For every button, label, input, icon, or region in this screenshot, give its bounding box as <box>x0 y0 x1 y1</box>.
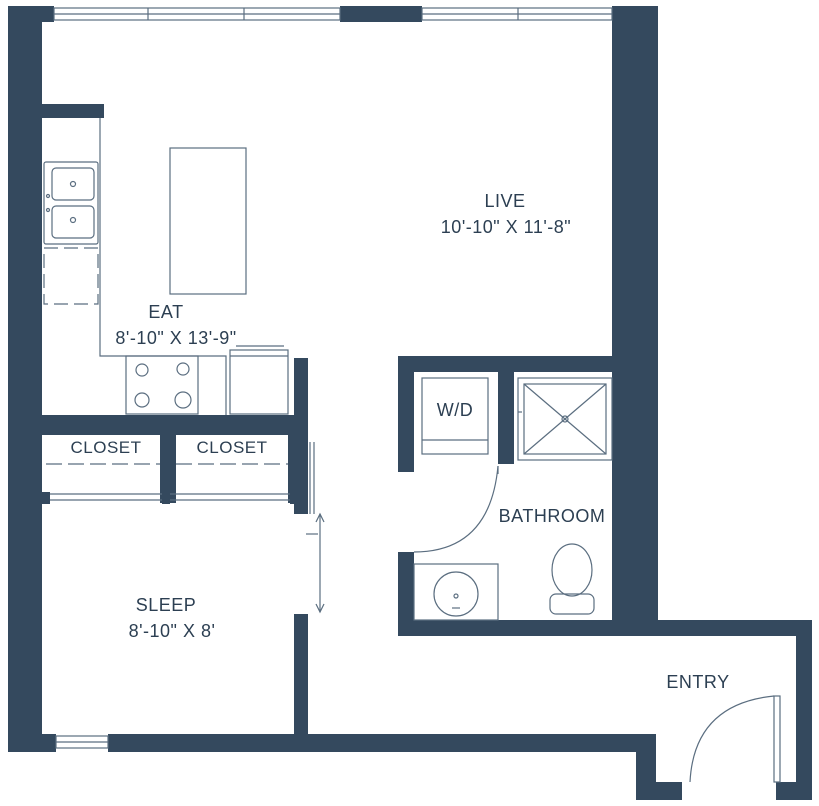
room-labels: LIVE 10'-10" X 11'-8" EAT 8'-10" X 13'-9… <box>70 191 729 692</box>
pocket-door-arrow-bottom <box>315 603 325 614</box>
fridge-icon <box>229 349 289 415</box>
walls <box>8 6 812 800</box>
wall-bath-top <box>398 356 614 372</box>
wall-entry-top <box>612 620 812 636</box>
wall-sleep-lower <box>294 614 308 736</box>
kitchen-island-icon <box>169 147 247 295</box>
wall-bath-bottom <box>398 620 614 636</box>
closet-left-label: CLOSET <box>70 438 141 457</box>
shower-diag-b <box>523 383 607 455</box>
closet-right-label: CLOSET <box>196 438 267 457</box>
shower-pan <box>523 383 607 455</box>
live-label: LIVE <box>484 191 525 211</box>
sleep-label: SLEEP <box>136 595 197 615</box>
shower-drain <box>561 415 569 423</box>
vanity-basin <box>433 571 479 617</box>
sleep-dims: 8'-10" X 8' <box>129 621 216 641</box>
closet-stub-left <box>42 492 50 504</box>
toilet-tank <box>549 593 595 615</box>
pocket-door-arrow-top <box>315 512 325 523</box>
sliding-door-icon <box>46 442 325 614</box>
burner-3 <box>134 392 150 408</box>
burner-1 <box>135 363 149 377</box>
closet-stub-mid-b <box>290 492 298 504</box>
wall-right-upper <box>612 6 658 636</box>
stove-icon <box>125 355 199 415</box>
entry-door-swing <box>689 695 775 783</box>
bathroom-label: BATHROOM <box>499 506 606 526</box>
shower-icon <box>517 377 613 461</box>
wall-closet-divider <box>160 435 176 503</box>
wall-bottom-left <box>8 734 56 752</box>
sink-faucet-a <box>45 193 51 199</box>
bathroom-fixtures <box>413 377 613 621</box>
window-icon <box>53 7 613 749</box>
burner-2 <box>176 362 190 376</box>
wall-bath-divider <box>498 372 514 464</box>
wall-bath-left-upper <box>398 356 414 472</box>
sink-faucet-b <box>45 207 51 213</box>
sink-drain-lower <box>69 216 77 224</box>
dishwasher-icon <box>43 247 99 305</box>
sink-drain-upper <box>69 180 77 188</box>
wall-bottom-mid <box>108 734 654 752</box>
door-swing-icon <box>413 465 499 553</box>
kitchen-counter <box>43 118 289 415</box>
toilet-icon <box>551 543 593 597</box>
vanity-drain <box>453 593 459 599</box>
vanity-sink-icon <box>413 563 499 621</box>
wall-left <box>8 6 42 750</box>
wall-bath-left-lower <box>398 552 414 636</box>
washer-dryer-label: W/D <box>437 400 474 420</box>
closet-stub-mid-a <box>162 492 170 504</box>
live-dims: 10'-10" X 11'-8" <box>441 217 571 237</box>
wall-entry-bottom-left <box>636 782 682 800</box>
washer-dryer-icon <box>421 377 489 455</box>
sink-icon <box>43 161 99 245</box>
wall-sleep-upper <box>294 358 308 514</box>
burner-4 <box>174 391 192 409</box>
eat-dims: 8'-10" X 13'-9" <box>115 328 236 348</box>
sink-basin-upper <box>51 167 95 201</box>
wall-kitchen-stub <box>42 104 104 118</box>
counter-outline <box>99 118 227 415</box>
entry-door-leaf <box>773 695 781 783</box>
entry-label: ENTRY <box>666 672 729 692</box>
eat-label: EAT <box>148 302 183 322</box>
wall-entry-right <box>796 620 812 800</box>
entry-door <box>689 695 781 783</box>
sink-basin-lower <box>51 205 95 239</box>
wall-top-mid <box>340 6 422 22</box>
wall-kitchen-closet <box>42 415 304 435</box>
